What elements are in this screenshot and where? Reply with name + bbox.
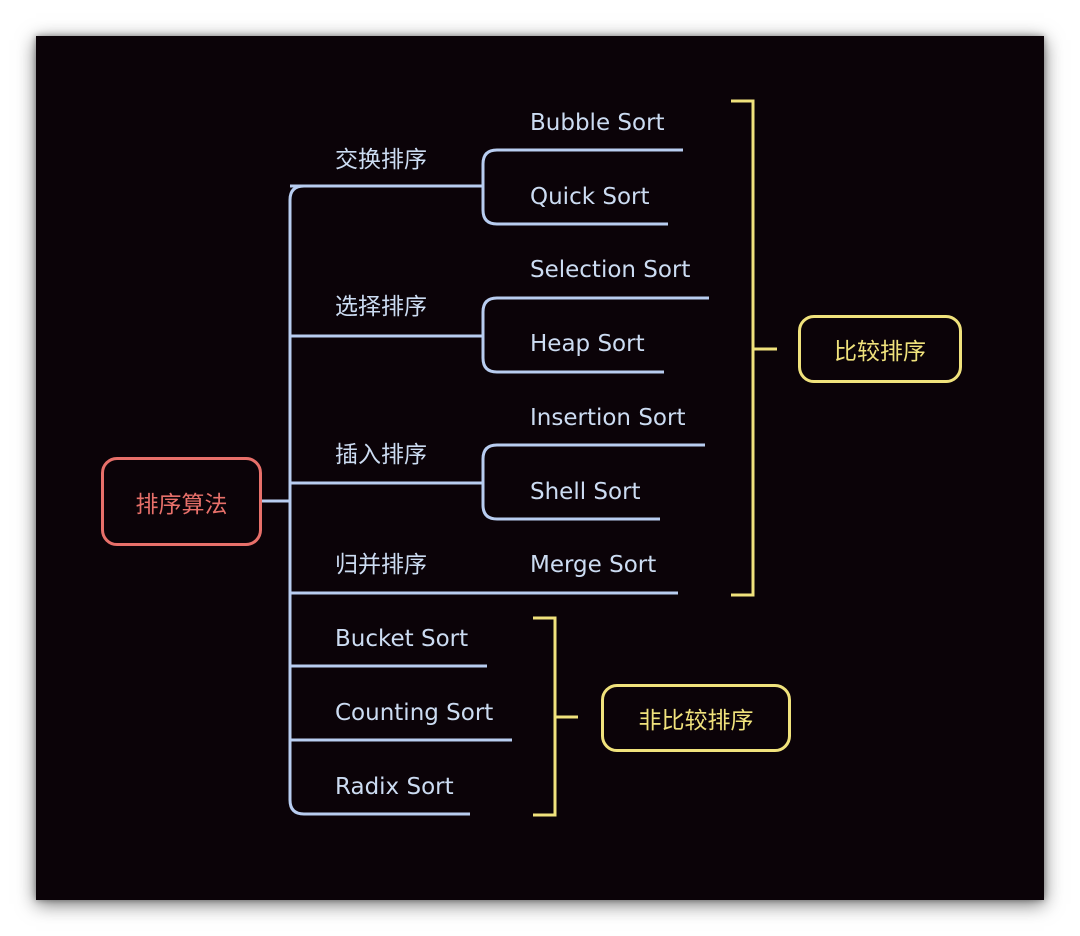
comparison-sort-node: 比较排序 <box>798 315 962 383</box>
leaf-bubble-sort: Bubble Sort <box>530 110 665 136</box>
leaf-selection-sort: Selection Sort <box>530 257 691 283</box>
leaf-quick-sort: Quick Sort <box>530 184 650 210</box>
leaf-counting-sort: Counting Sort <box>335 700 494 726</box>
diagram-panel <box>36 36 1044 900</box>
sub-selection <box>481 296 709 374</box>
category-label-exchange: 交换排序 <box>335 147 427 173</box>
leaf-insertion-sort: Insertion Sort <box>530 405 686 431</box>
leaf-merge-sort: Merge Sort <box>530 552 657 578</box>
root-node: 排序算法 <box>101 457 262 546</box>
non-comparison-bracket <box>533 616 557 817</box>
leaf-bucket-sort: Bucket Sort <box>335 626 469 652</box>
sub-exchange <box>481 148 683 226</box>
category-label-merge: 归并排序 <box>335 552 427 578</box>
leaf-heap-sort: Heap Sort <box>530 331 645 357</box>
non-comparison-sort-node: 非比较排序 <box>601 684 791 752</box>
comparison-bracket <box>731 99 755 597</box>
sub-insertion <box>481 443 705 521</box>
category-label-insertion: 插入排序 <box>335 442 427 468</box>
leaf-shell-sort: Shell Sort <box>530 479 641 505</box>
category-label-selection: 选择排序 <box>335 294 427 320</box>
main-trunk <box>288 184 305 816</box>
leaf-radix-sort: Radix Sort <box>335 774 454 800</box>
